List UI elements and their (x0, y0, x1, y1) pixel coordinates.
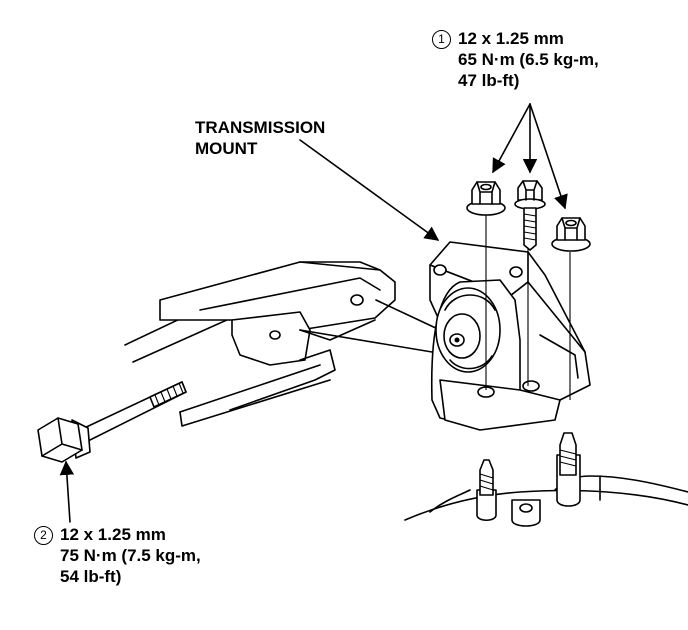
circled-number-2-icon: 2 (34, 526, 53, 545)
callout-2-bolt-size: 12 x 1.25 mm (60, 525, 166, 544)
transmission-housing (404, 475, 688, 521)
leader-arrows (59, 103, 568, 523)
callout-2-torque-line2: 54 lb-ft) (60, 567, 122, 586)
through-bolt-icon (37, 381, 187, 463)
flange-nut-left-icon (466, 181, 506, 216)
mount-label-line2: MOUNT (195, 139, 258, 158)
callout-1-torque-line2: 47 lb-ft) (458, 71, 520, 90)
flange-nut-right-icon (551, 217, 591, 252)
mount-bracket (429, 215, 591, 431)
stud-right-icon (556, 432, 581, 507)
stud-center-icon (511, 499, 541, 527)
callout-2-spec-line: 2 12 x 1.25 mm (34, 524, 201, 545)
torque-callout-2: 2 12 x 1.25 mm 75 N·m (7.5 kg-m, 54 lb-ft… (34, 524, 201, 587)
stud-left-icon (476, 459, 497, 522)
bolt-center-icon (514, 180, 546, 251)
transmission-mount-label: TRANSMISSION MOUNT (195, 117, 325, 159)
circled-number-1-icon: 1 (432, 30, 451, 49)
frame-bracket (124, 261, 451, 427)
callout-2-torque-line1: 75 N·m (7.5 kg-m, (60, 546, 201, 565)
callout-1-bolt-size: 12 x 1.25 mm (458, 29, 564, 48)
callout-1-spec-line: 1 12 x 1.25 mm (432, 28, 599, 49)
torque-callout-1: 1 12 x 1.25 mm 65 N·m (6.5 kg-m, 47 lb-ft… (432, 28, 599, 91)
callout-1-torque-line1: 65 N·m (6.5 kg-m, (458, 50, 599, 69)
mount-label-line1: TRANSMISSION (195, 118, 326, 137)
